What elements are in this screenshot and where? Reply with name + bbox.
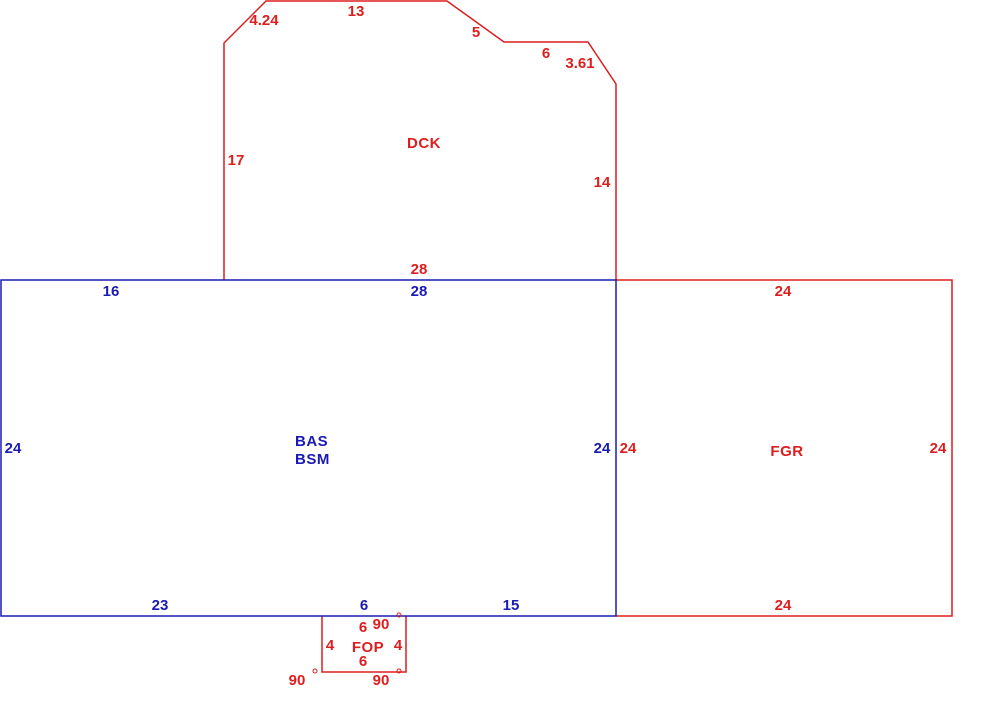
dck-area-label: DCK [407,135,441,152]
bas-dim-left: 24 [5,440,22,457]
bas-outline [0,279,617,617]
fop-angle-marker-bottom-left [312,668,318,674]
bas-dim-top-right: 28 [411,283,428,300]
bas-dim-bottom-left: 23 [152,597,169,614]
dck-outline [223,0,617,280]
fop-angle-marker-top-right [396,612,402,618]
fop-outline [321,616,407,673]
dck-dim-upper-right-slope: 5 [472,24,480,41]
fgr-dim-top: 24 [775,283,792,300]
fop-angle-bottom-left: 90 [289,672,306,689]
fop-area-label: FOP [352,639,384,656]
fgr-outline [616,279,953,617]
dck-dim-right: 14 [594,174,611,191]
dck-dim-upper-right-flat: 6 [542,45,550,62]
bsm-area-label: BSM [295,451,330,468]
dck-dim-diag-top-left: 4.24 [249,12,279,29]
fgr-area-label: FGR [770,443,803,460]
fgr-dim-right: 24 [930,440,947,457]
fgr-dim-left: 24 [620,440,637,457]
bas-dim-top-left: 16 [103,283,120,300]
dck-dim-right-corner: 3.61 [565,55,594,72]
bas-area-label: BAS [295,433,328,450]
dck-dim-bottom: 28 [411,261,428,278]
fop-angle-marker-bottom-right [396,668,402,674]
bas-dim-bottom-mid: 6 [360,597,368,614]
fop-dim-right: 4 [394,637,403,654]
fop-dim-bottom: 6 [359,653,367,670]
fop-dim-top: 6 [359,619,367,636]
dck-dim-left: 17 [228,152,245,169]
fgr-dim-bottom: 24 [775,597,792,614]
fop-angle-top-right: 90 [373,616,390,633]
fop-dim-left: 4 [326,637,335,654]
dck-dim-top: 13 [348,3,365,20]
bas-dim-bottom-right: 15 [503,597,520,614]
bas-dim-right: 24 [594,440,611,457]
fop-angle-bottom-right: 90 [373,672,390,689]
